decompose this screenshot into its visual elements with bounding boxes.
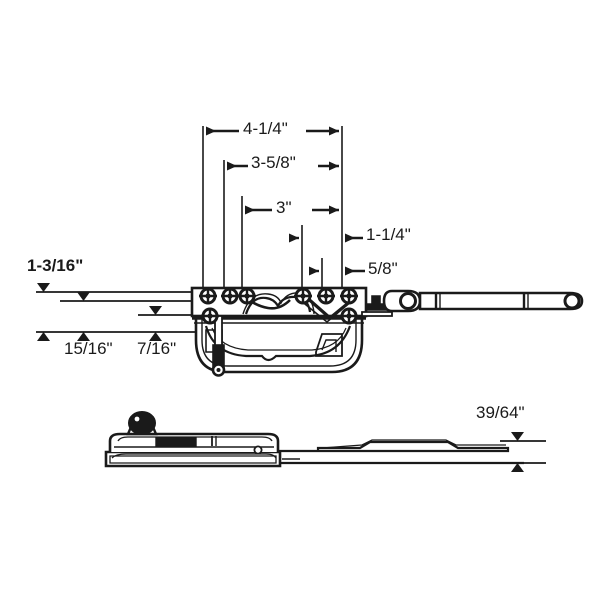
rivet-7-lower xyxy=(201,307,219,325)
side-cavity xyxy=(111,453,277,459)
dimension-label-left-height-mid: 15/16" xyxy=(64,339,113,358)
rivet-8-lower xyxy=(340,307,358,325)
arm-lower-strip xyxy=(361,311,393,317)
operator-side-view xyxy=(104,411,524,468)
dimension-lines-horizontal xyxy=(206,126,365,276)
side-cover-line-2 xyxy=(117,436,273,442)
arrow-39-64-bot xyxy=(511,463,524,472)
dimension-label-arm-thickness: 39/64" xyxy=(476,403,525,422)
rivet-group xyxy=(199,287,358,325)
arm-stud xyxy=(365,295,387,311)
rivet-3 xyxy=(238,287,256,305)
side-arm-profile-inner xyxy=(321,439,506,449)
side-arm-profile xyxy=(278,440,510,453)
boss-right xyxy=(315,333,343,357)
arrow-7-16-top xyxy=(149,306,162,315)
arrow-7-16-bot xyxy=(149,332,162,341)
dimension-label-mounting-hole-span: 3-5/8" xyxy=(251,153,296,172)
arrow-15-16-top xyxy=(77,292,90,301)
dimension-label-right-offset: 1-1/4" xyxy=(366,225,411,244)
extension-lines-horizontal-left xyxy=(36,291,196,333)
rivet-2 xyxy=(221,287,239,305)
rivet-4 xyxy=(294,287,312,305)
arm-pivot-hole-left xyxy=(399,292,417,310)
side-base-slab-inner xyxy=(109,455,277,464)
dimension-label-right-small-offset: 5/8" xyxy=(368,259,398,278)
arm-long-link xyxy=(418,291,584,311)
spindle-screw-core xyxy=(216,368,221,372)
side-knob-head xyxy=(128,411,156,435)
dimension-label-left-height-small: 7/16" xyxy=(137,339,177,358)
arrow-15-16-bot xyxy=(77,332,90,341)
dimension-label-left-height-total: 1-3/16" xyxy=(27,256,84,275)
dimension-label-overall-width: 4-1/4" xyxy=(243,119,288,138)
extension-arm-top-view xyxy=(361,289,584,317)
operator-top-view xyxy=(190,286,368,377)
dimension-39-64 xyxy=(500,432,546,472)
rivet-1 xyxy=(199,287,217,305)
side-rivet xyxy=(253,445,263,455)
housing-shell-inner xyxy=(201,299,357,367)
arrow-39-64-top xyxy=(511,432,524,441)
boss-right-2 xyxy=(321,339,337,352)
dimension-label-inner-hole-span: 3" xyxy=(276,198,292,217)
arrow-1-3-16-top xyxy=(37,283,50,292)
extension-lines-vertical xyxy=(202,126,343,296)
side-knob-dot xyxy=(134,416,140,422)
linkage-arm-right-2 xyxy=(299,299,349,324)
rivet-5 xyxy=(317,287,335,305)
arm-pivot-hole-right xyxy=(563,292,581,310)
arrow-1-3-16-bot xyxy=(37,332,50,341)
side-shoulder-block xyxy=(155,437,197,447)
dimension-arrows-left xyxy=(37,283,162,341)
rivet-6 xyxy=(340,287,358,305)
